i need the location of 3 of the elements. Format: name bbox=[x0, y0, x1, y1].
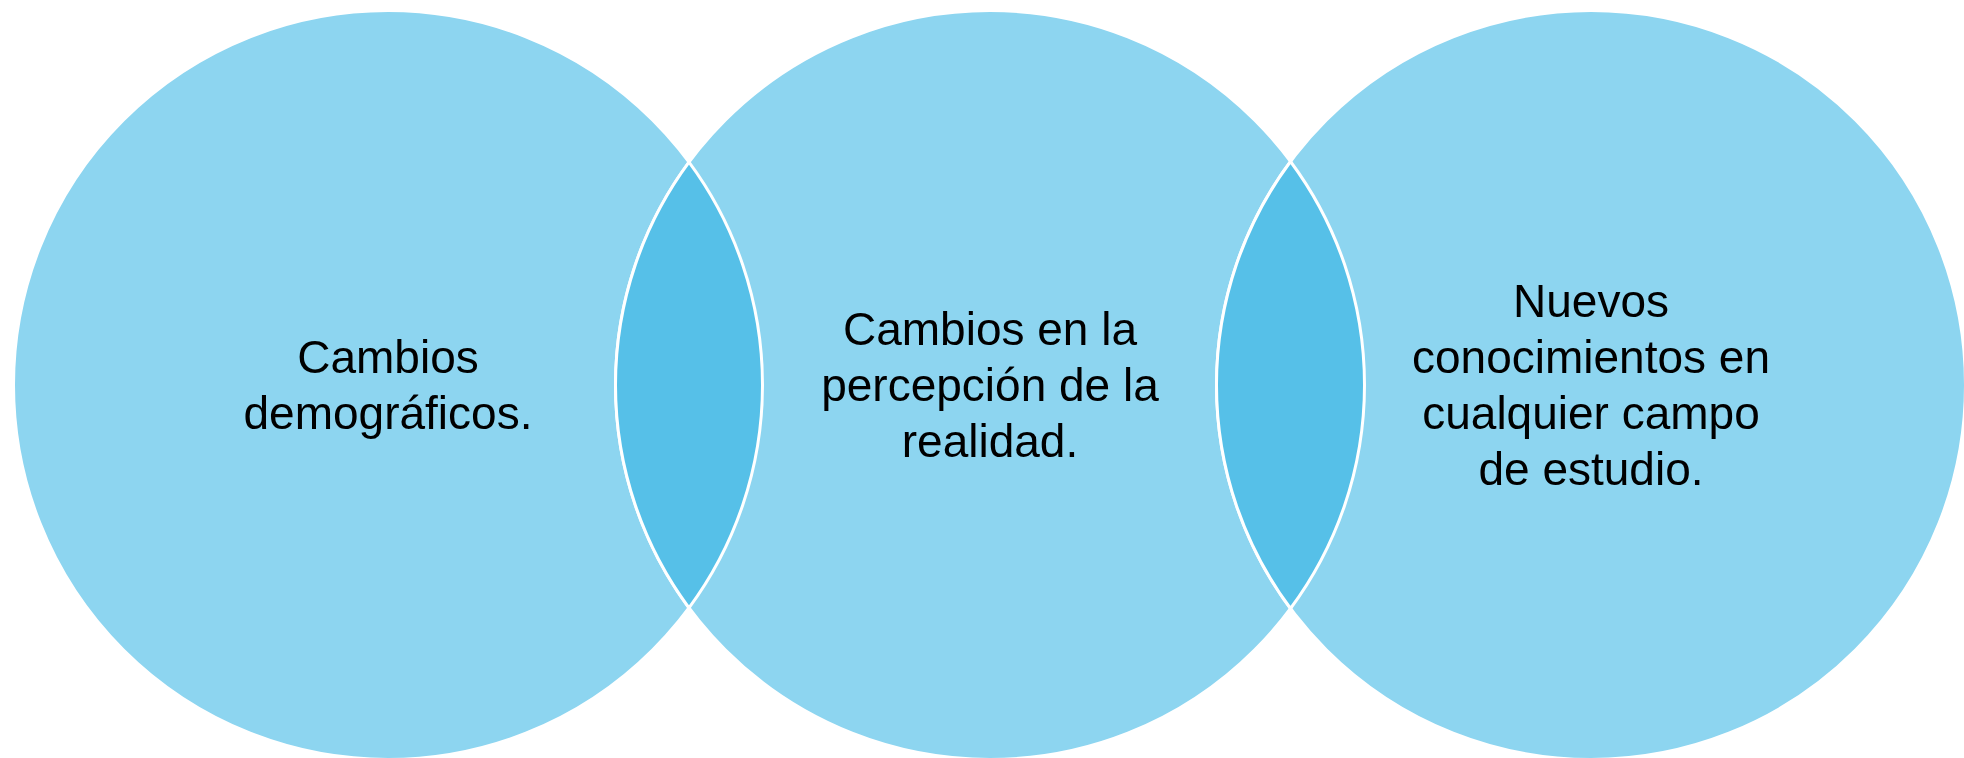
circle-label: Nuevos conocimientos en cualquier campo de estudio. bbox=[1411, 273, 1771, 498]
circle-label: Cambios en la percepción de la realidad. bbox=[820, 301, 1160, 470]
circle-label: Cambios demográficos. bbox=[242, 329, 534, 441]
